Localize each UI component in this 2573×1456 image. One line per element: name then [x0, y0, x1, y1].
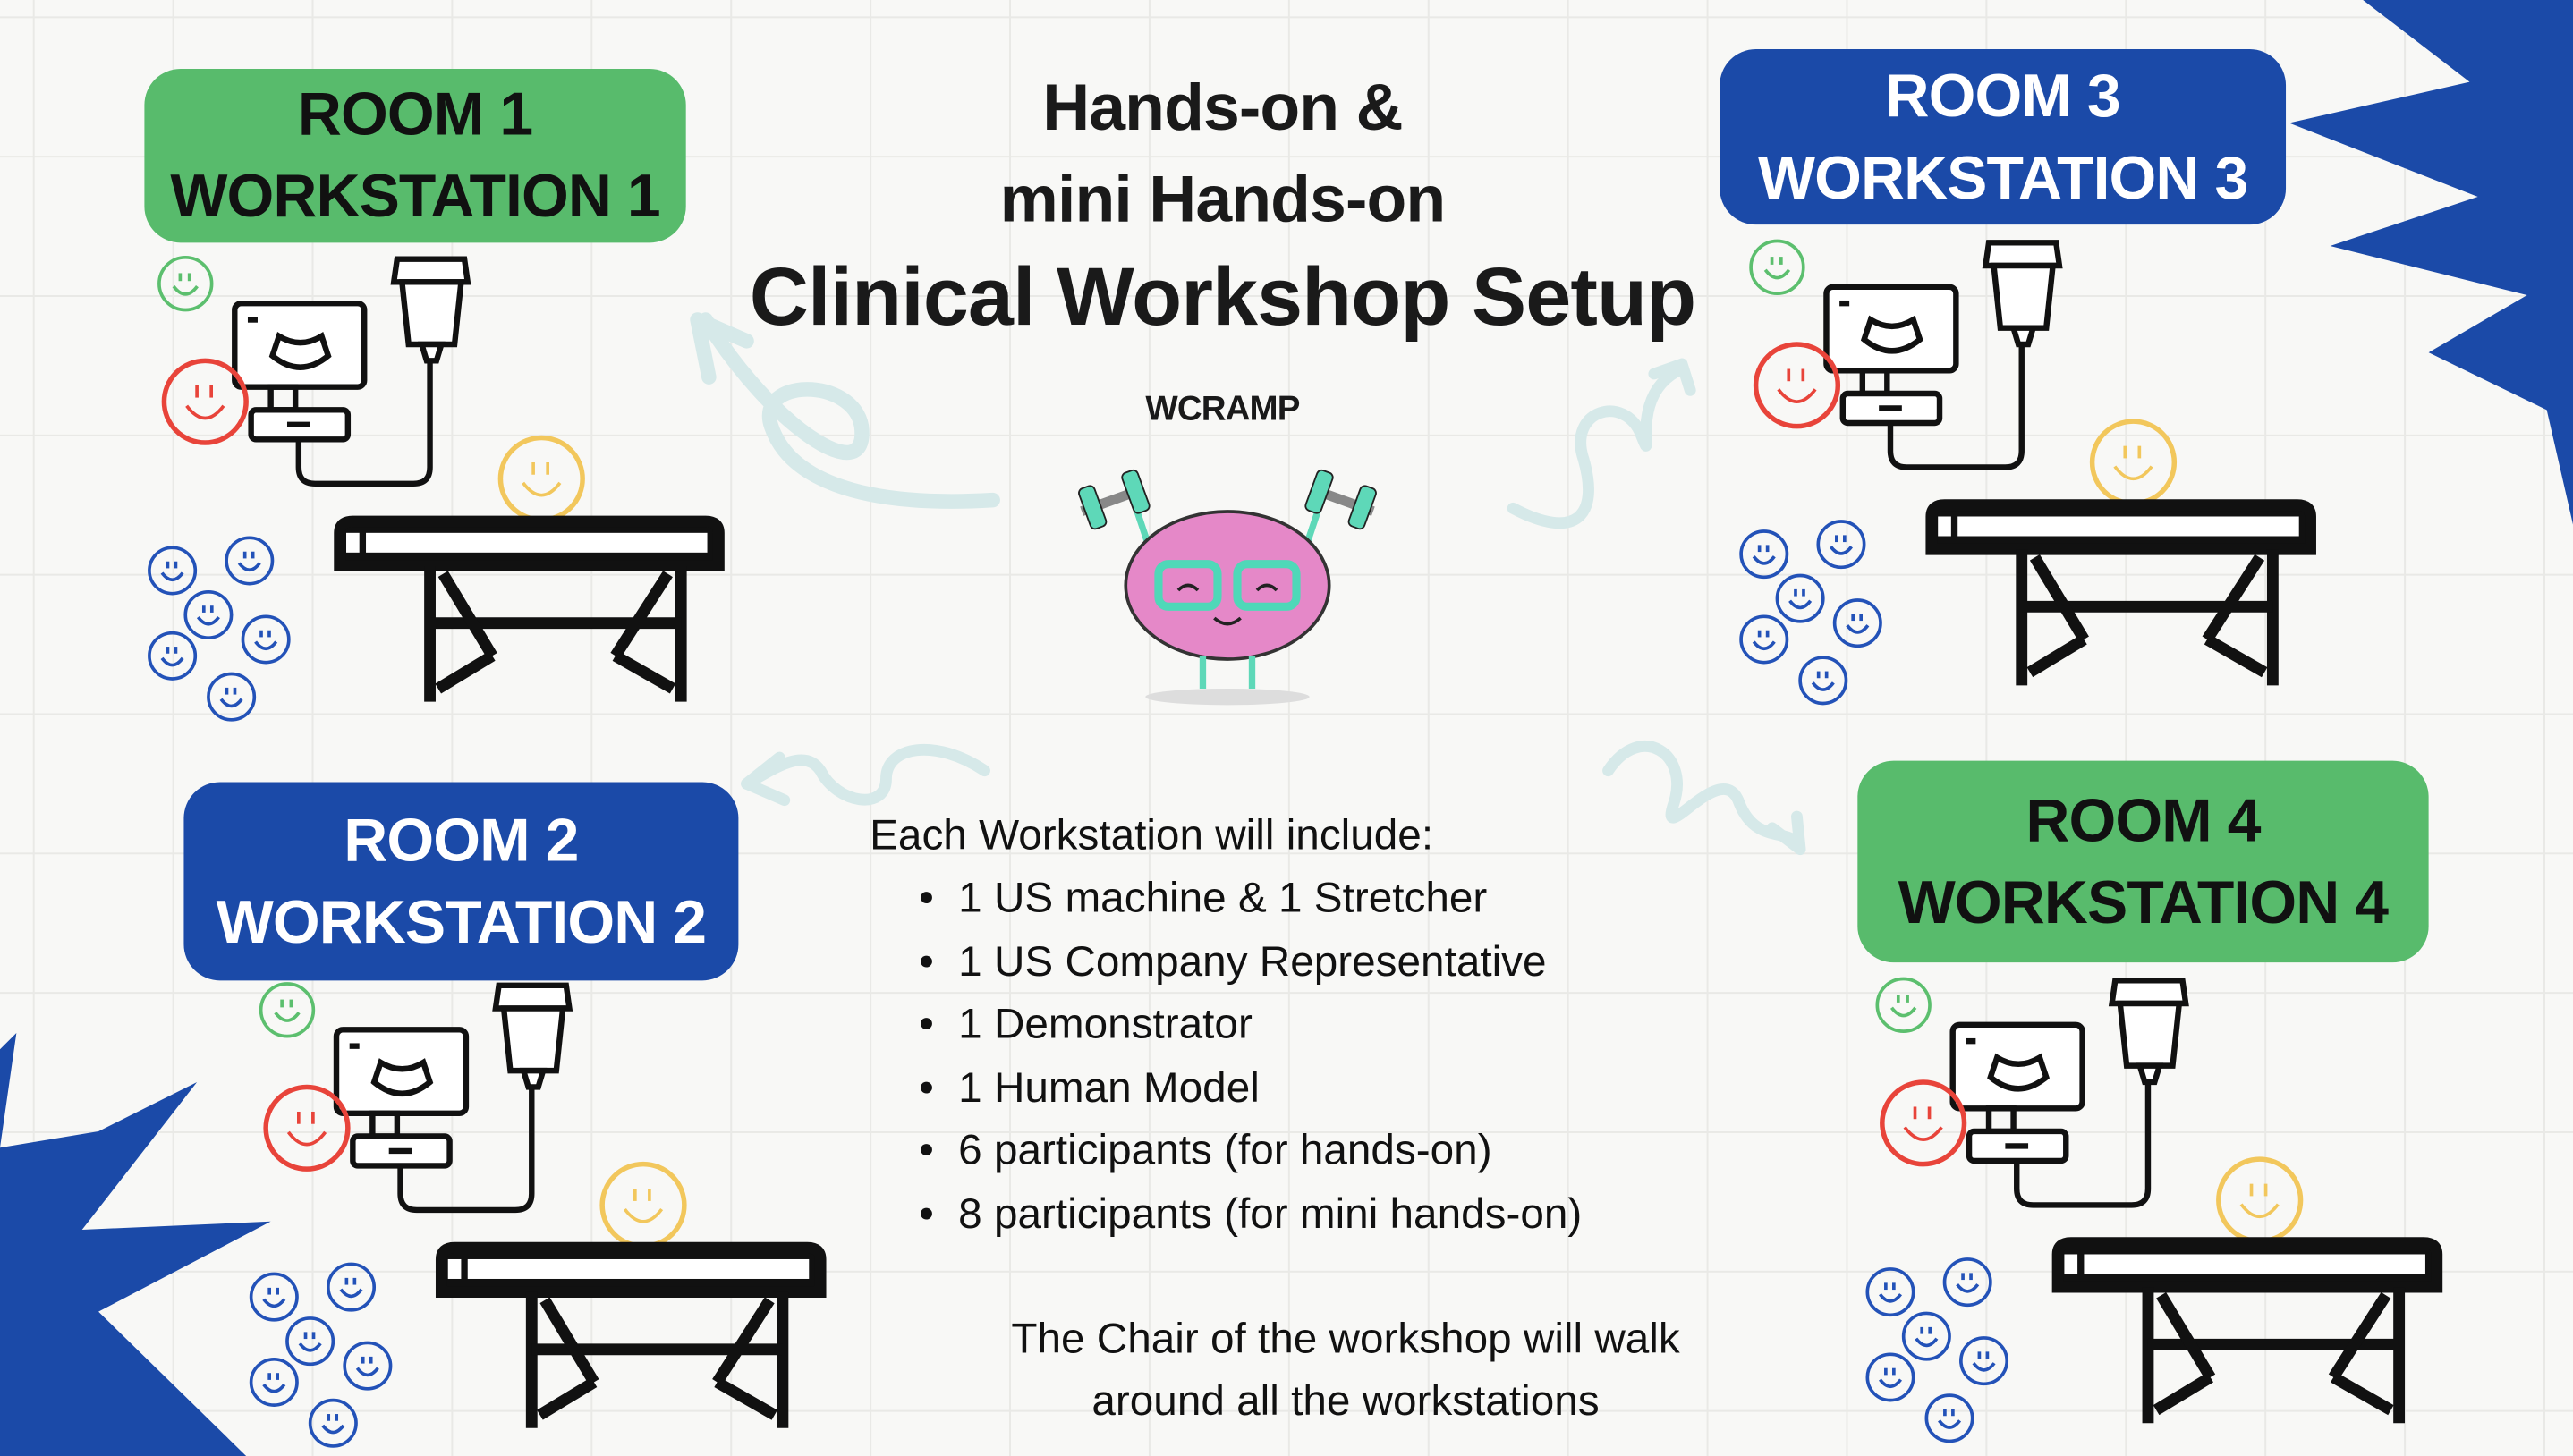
smiley-red-icon	[1753, 342, 1841, 429]
stretcher-icon	[1925, 499, 2316, 686]
smiley-red-icon	[263, 1084, 351, 1172]
smiley-red-icon	[1880, 1079, 1967, 1167]
list-item: 8 participants (for mini hands-on)	[919, 1181, 1582, 1245]
stretcher-icon	[435, 1241, 827, 1428]
list-item: 6 participants (for hands-on)	[919, 1118, 1582, 1181]
smiley-yellow-icon	[2089, 419, 2178, 506]
room-4-label: ROOM 4 WORKSTATION 4	[1857, 760, 2429, 963]
room-name: ROOM 3	[1885, 61, 2121, 129]
list-item: 1 Human Model	[919, 1055, 1582, 1119]
ultrasound-probe-icon	[2108, 978, 2189, 1086]
ultrasound-machine-icon	[1949, 1021, 2152, 1208]
workstation-contents: Each Workstation will include: 1 US mach…	[870, 803, 1582, 1244]
smiley-blue-icon	[183, 589, 234, 639]
smiley-blue-icon	[241, 614, 291, 665]
arrow-head-room4	[1766, 810, 1806, 856]
curved-arrow-room1	[698, 312, 1000, 509]
ultrasound-machine-icon	[333, 1027, 535, 1214]
smiley-blue-icon	[148, 546, 198, 596]
workstation-name: WORKSTATION 3	[1757, 143, 2248, 211]
smiley-green-icon	[1875, 977, 1932, 1033]
smiley-blue-icon	[1816, 520, 1866, 570]
list-item: 1 US Company Representative	[919, 929, 1582, 993]
smiley-blue-icon	[1775, 573, 1825, 623]
smiley-green-icon	[259, 982, 316, 1038]
ultrasound-machine-icon	[1823, 284, 2025, 470]
workstation-3-illustration	[1739, 239, 2316, 706]
room-name: ROOM 1	[297, 80, 533, 148]
workstation-name: WORKSTATION 2	[216, 887, 707, 955]
room-name: ROOM 2	[344, 806, 579, 874]
title-line-1: Hands-on &	[1042, 72, 1403, 145]
smiley-blue-icon	[249, 1272, 299, 1322]
curved-arrow-room3	[1507, 363, 1688, 529]
ultrasound-machine-icon	[232, 300, 433, 487]
workstation-name: WORKSTATION 1	[170, 162, 660, 230]
smiley-blue-icon	[1924, 1393, 1974, 1443]
room-name: ROOM 4	[2025, 786, 2261, 854]
ultrasound-probe-icon	[492, 982, 573, 1090]
smiley-yellow-icon	[2216, 1156, 2304, 1244]
ultrasound-probe-icon	[1982, 240, 2063, 348]
room-3-label: ROOM 3 WORKSTATION 3	[1720, 48, 2287, 225]
contents-heading: Each Workstation will include:	[870, 809, 1434, 859]
room-2-label: ROOM 2 WORKSTATION 2	[183, 782, 739, 981]
arrow-head-room1	[690, 312, 754, 385]
smiley-yellow-icon	[599, 1161, 687, 1249]
dumbbell-left-icon	[1078, 469, 1151, 530]
smiley-blue-icon	[1798, 656, 1848, 706]
smiley-yellow-icon	[497, 435, 585, 522]
title-line-2: mini Hands-on	[999, 164, 1447, 236]
smiley-blue-icon	[1865, 1267, 1915, 1317]
smiley-blue-icon	[327, 1262, 377, 1312]
smiley-blue-icon	[148, 631, 198, 681]
workstation-1-illustration	[148, 255, 725, 722]
workstation-name: WORKSTATION 4	[1898, 868, 2389, 935]
smiley-blue-icon	[285, 1316, 335, 1367]
curved-arrow-room4	[1602, 741, 1803, 851]
arrow-head-room3	[1648, 358, 1696, 396]
smiley-blue-icon	[249, 1357, 299, 1407]
smiley-blue-icon	[1832, 598, 1882, 648]
smiley-blue-icon	[1865, 1352, 1915, 1402]
smiley-blue-icon	[207, 672, 257, 722]
arrow-head-room2	[741, 751, 791, 807]
blue-starburst-top-right	[2289, 0, 2573, 525]
smiley-green-icon	[157, 255, 214, 312]
stretcher-icon	[2051, 1237, 2443, 1424]
closing-line-1: The Chair of the workshop will walk	[1011, 1313, 1680, 1363]
smiley-green-icon	[1749, 239, 1805, 295]
smiley-blue-icon	[1739, 614, 1789, 665]
dumbbell-right-icon	[1304, 469, 1377, 530]
room-1-label: ROOM 1 WORKSTATION 1	[144, 68, 686, 243]
workstation-4-illustration	[1865, 977, 2443, 1443]
smiley-blue-icon	[1942, 1257, 1992, 1308]
closing-note: The Chair of the workshop will walk arou…	[820, 1307, 1871, 1431]
stretcher-icon	[334, 515, 725, 702]
curved-arrow-room2	[741, 743, 990, 806]
list-item: 1 US machine & 1 Stretcher	[919, 866, 1582, 929]
blue-starburst-bottom-left	[0, 1032, 271, 1456]
title-line-3: Clinical Workshop Setup	[749, 250, 1696, 343]
smiley-blue-icon	[343, 1341, 393, 1391]
smiley-red-icon	[161, 358, 249, 445]
organization-name: WCRAMP	[1145, 390, 1300, 428]
smiley-blue-icon	[1959, 1336, 2009, 1386]
brain-mascot-illustration	[1078, 469, 1377, 706]
workstation-2-illustration	[249, 982, 827, 1448]
smiley-blue-icon	[1901, 1311, 1951, 1361]
ultrasound-probe-icon	[390, 256, 471, 364]
smiley-blue-icon	[1739, 529, 1789, 580]
smiley-blue-icon	[308, 1398, 358, 1448]
contents-list: 1 US machine & 1 Stretcher 1 US Company …	[870, 866, 1582, 1244]
closing-line-2: around all the workstations	[1091, 1376, 1600, 1426]
list-item: 1 Demonstrator	[919, 992, 1582, 1055]
smiley-blue-icon	[225, 536, 275, 586]
